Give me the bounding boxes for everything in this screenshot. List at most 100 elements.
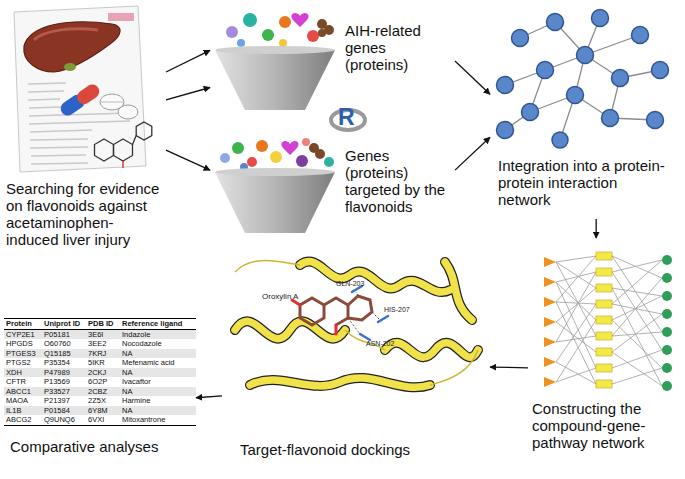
step-caption: Integration into a protein-protein inter… <box>498 157 668 208</box>
table-cell: O60760 <box>42 339 86 349</box>
funnel-shape <box>215 172 335 233</box>
table-cell: PDB ID <box>86 319 120 329</box>
paper-illustration <box>30 147 88 148</box>
compound-network <box>596 364 612 372</box>
compound-network <box>662 273 672 283</box>
compound-network <box>544 257 556 387</box>
table-row: ABCG2Q9UNQ66VXIMitoxantrone <box>4 415 196 426</box>
compound-network <box>662 345 672 355</box>
compound-network <box>596 252 612 388</box>
ppi-network <box>505 18 660 140</box>
flow-arrow <box>166 50 210 72</box>
docking-structure <box>235 262 478 388</box>
paper-illustration <box>29 107 62 108</box>
docking-structure <box>324 298 348 325</box>
gene-dots <box>307 30 319 42</box>
compound-network <box>544 252 672 391</box>
table-cell: NA <box>120 349 196 359</box>
docking-structure <box>228 248 485 398</box>
step-panel: AIH-related genes (proteins) <box>210 8 455 114</box>
compound-network <box>596 380 612 388</box>
gene-dots <box>247 157 257 167</box>
compound-network <box>596 316 612 324</box>
ppi-network <box>547 14 564 31</box>
table-cell: P33527 <box>42 387 86 397</box>
docking-structure <box>235 261 478 385</box>
table-cell: Reference ligand <box>120 319 196 329</box>
pill-drawing <box>118 105 138 119</box>
docking-structure <box>385 343 478 357</box>
compound-network <box>596 252 612 260</box>
compound-network <box>662 363 672 373</box>
docking-structure <box>300 298 324 325</box>
gene-dots <box>226 13 334 47</box>
step-caption: Comparative analyses <box>10 438 196 455</box>
docking-structure <box>356 292 358 296</box>
compound-network <box>662 327 672 337</box>
table-cell: P05181 <box>42 330 86 340</box>
docking-structure <box>250 378 430 387</box>
ppi-network <box>497 10 669 149</box>
docking-structure <box>352 286 388 340</box>
table-row: HPGDSO607603EE2Nocodazole <box>4 339 196 349</box>
docking-structure <box>430 350 478 385</box>
table-cell: CFTR <box>4 377 42 387</box>
table-cell: 6O2P <box>86 377 120 387</box>
step-caption: Target-flavonoid dockings <box>240 441 480 458</box>
step-panel: Genes (proteins) targeted by the flavono… <box>210 133 455 239</box>
compound-network <box>596 300 612 308</box>
paper-illustration <box>31 163 88 164</box>
paper-illustration <box>28 99 60 100</box>
docking-structure <box>300 262 450 293</box>
pill-drawing <box>101 102 123 103</box>
flavonoid-structure <box>95 122 152 168</box>
pill-drawing <box>58 82 138 119</box>
step-caption: Searching for evidence on flavonoids aga… <box>6 180 162 248</box>
residue-label: HIS-207 <box>384 306 410 313</box>
compound-network <box>596 268 612 276</box>
funnel-shape <box>215 168 335 176</box>
ppi-network <box>512 30 529 47</box>
compound-network <box>662 255 672 265</box>
funnel-shape <box>215 46 335 110</box>
table-cell: 3EE2 <box>86 339 120 349</box>
flavonoid-structure <box>114 139 133 161</box>
compound-network <box>662 255 672 391</box>
table-cell: P47989 <box>42 368 86 378</box>
table-row: CYP2E1P051813E6IIndazole <box>4 330 196 340</box>
step-caption: Constructing the compound-gene-pathway n… <box>532 400 682 451</box>
flow-arrow <box>166 88 210 100</box>
ppi-network <box>577 47 594 64</box>
docking-structure <box>348 292 380 334</box>
gene-dots <box>324 157 334 167</box>
table-cell: 2CKJ <box>86 368 120 378</box>
compound-network <box>556 256 662 386</box>
docking-structure <box>300 262 450 293</box>
table-cell: ABCG2 <box>4 415 42 425</box>
table-row: PTGS2P353545IKRMefenamic acid <box>4 358 196 368</box>
paper-illustration <box>30 139 88 140</box>
liver-drawing <box>24 22 120 72</box>
compound-network <box>544 257 556 267</box>
table-cell: 6Y8M <box>86 406 120 416</box>
compound-network <box>596 332 612 340</box>
ppi-network <box>592 10 609 27</box>
compound-network <box>544 357 556 367</box>
compound-network <box>662 291 672 301</box>
gene-dots <box>232 142 244 154</box>
docking-structure <box>445 262 472 320</box>
table-cell: 2CBZ <box>86 387 120 397</box>
gene-dots <box>256 140 268 152</box>
table-cell: XDH <box>4 368 42 378</box>
table-cell: ABCC1 <box>4 387 42 397</box>
ppi-network <box>567 87 584 104</box>
docking-structure <box>360 334 370 340</box>
table-row: IL1BP015846Y8MNA <box>4 406 196 416</box>
table-cell: 7KRJ <box>86 349 120 359</box>
table-row: CFTRP135696O2PIvacaftor <box>4 377 196 387</box>
table-cell: Ivacaftor <box>120 377 196 387</box>
table-cell: CYP2E1 <box>4 330 42 340</box>
paper-illustration <box>28 83 66 84</box>
table-row: ABCC1P335272CBZNA <box>4 387 196 397</box>
table-cell: 3E6I <box>86 330 120 340</box>
